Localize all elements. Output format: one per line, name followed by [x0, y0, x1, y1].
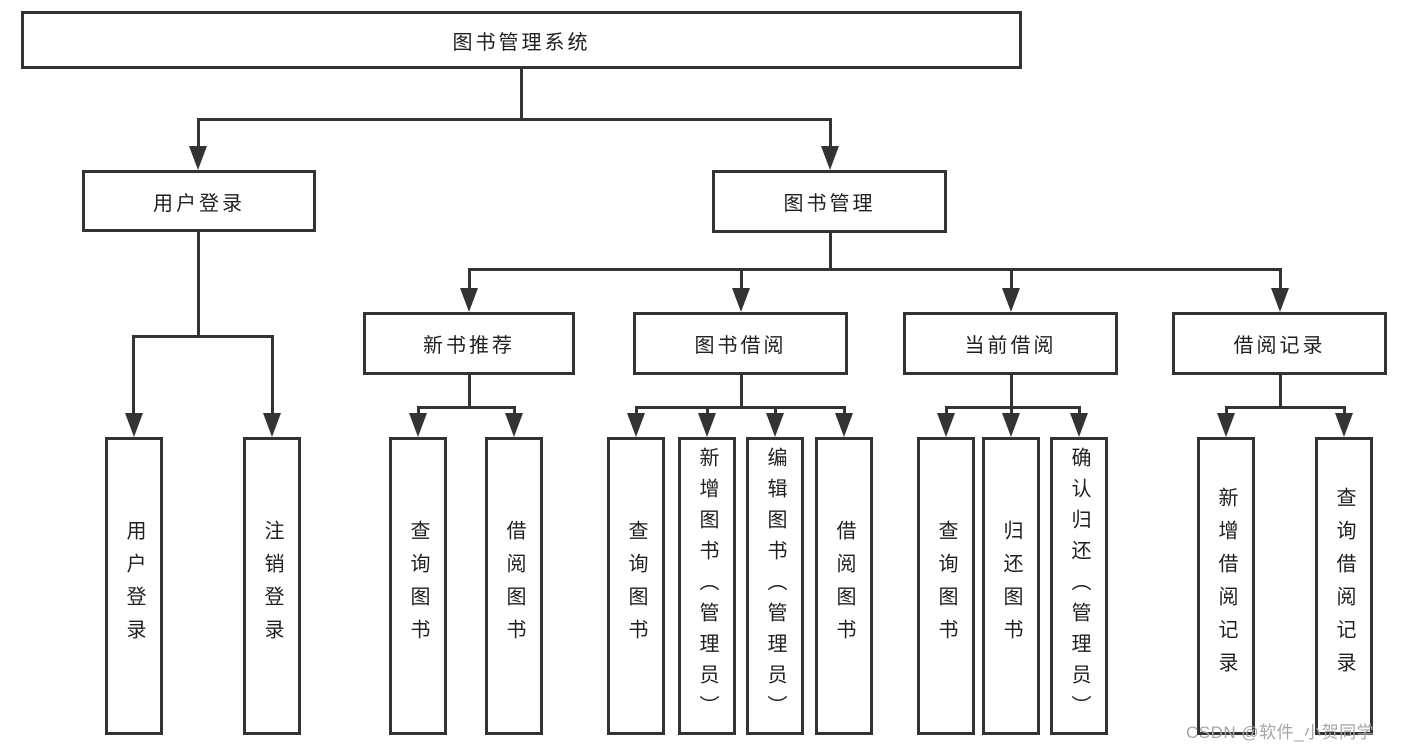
arrowhead-leaf: [698, 413, 716, 437]
connector-rail-book-borrow: [635, 406, 846, 409]
arrowhead-book-borrow: [732, 288, 750, 312]
connector-drop-leaf: [1078, 406, 1081, 416]
arrowhead-leaf: [409, 413, 427, 437]
leaf-add-books-admin-label: 新增图书（管理员）: [696, 446, 718, 726]
leaf-add-books-admin: 新增图书（管理员）: [678, 437, 736, 735]
node-user-login-label: 用户登录: [153, 192, 245, 215]
connector-rail-borrow-records: [1225, 406, 1346, 409]
connector-root-stem: [520, 69, 523, 118]
connector-drop-leaf: [843, 406, 846, 416]
node-root-label: 图书管理系统: [452, 31, 591, 54]
connector-drop-leaf-login: [132, 335, 135, 415]
node-book-borrow-label: 图书借阅: [694, 335, 787, 357]
csdn-watermark: CSDN @软件_小贺同学: [1186, 723, 1375, 742]
arrowhead-current-borrow: [1002, 288, 1020, 312]
node-current-borrow: 当前借阅: [903, 312, 1118, 375]
connector-rail-current-borrow: [945, 406, 1081, 409]
arrowhead-leaf: [766, 413, 784, 437]
connector-drop-leaf: [635, 406, 638, 416]
connector-current-borrow-stem: [1010, 375, 1013, 409]
connector-book-management-stem: [829, 233, 832, 270]
node-user-login: 用户登录: [82, 170, 316, 232]
arrowhead-leaf: [627, 413, 645, 437]
connector-drop-leaf: [706, 406, 709, 416]
arrowhead-book-management: [821, 146, 839, 170]
connector-rail-level2: [197, 118, 832, 121]
connector-drop-book-management: [829, 118, 832, 148]
arrowhead-leaf-logout: [263, 413, 281, 437]
leaf-borrow-books-recommend: 借阅图书: [485, 437, 543, 735]
node-book-management-label: 图书管理: [783, 193, 876, 215]
node-new-book-recommend: 新书推荐: [363, 312, 575, 375]
connector-rail-level3: [468, 268, 1282, 271]
connector-drop-current-borrow: [1010, 268, 1013, 292]
leaf-query-books-borrow-label: 查询图书: [625, 520, 647, 652]
node-book-management: 图书管理: [712, 170, 947, 233]
arrowhead-leaf: [1217, 413, 1235, 437]
node-root: 图书管理系统: [21, 11, 1022, 69]
leaf-edit-books-admin: 编辑图书（管理员）: [746, 437, 804, 735]
leaf-edit-books-admin-label: 编辑图书（管理员）: [764, 446, 786, 726]
connector-drop-leaf-logout: [271, 335, 274, 415]
connector-book-borrow-stem: [740, 375, 743, 409]
connector-drop-leaf: [417, 406, 420, 416]
leaf-return-books: 归还图书: [982, 437, 1040, 735]
connector-drop-leaf: [945, 406, 948, 416]
connector-borrow-records-stem: [1279, 375, 1282, 409]
leaf-user-login-label: 用户登录: [123, 520, 145, 652]
connector-drop-new-book: [468, 268, 471, 292]
arrowhead-leaf: [1335, 413, 1353, 437]
leaf-query-books-current-label: 查询图书: [935, 520, 957, 652]
arrowhead-leaf: [835, 413, 853, 437]
arrowhead-user-login: [189, 146, 207, 170]
arrowhead-new-book: [460, 288, 478, 312]
arrowhead-leaf-login: [125, 413, 143, 437]
connector-drop-leaf: [1343, 406, 1346, 416]
connector-new-book-stem: [468, 375, 471, 409]
leaf-query-books-borrow: 查询图书: [607, 437, 665, 735]
leaf-logout: 注销登录: [243, 437, 301, 735]
leaf-query-books-current: 查询图书: [917, 437, 975, 735]
leaf-query-books-recommend-label: 查询图书: [407, 520, 429, 652]
connector-rail-user-login: [132, 335, 274, 338]
connector-drop-leaf: [513, 406, 516, 416]
leaf-query-borrow-record-label: 查询借阅记录: [1333, 487, 1355, 685]
leaf-add-borrow-record: 新增借阅记录: [1197, 437, 1255, 735]
leaf-borrow-books-recommend-label: 借阅图书: [503, 520, 525, 652]
connector-drop-user-login: [197, 118, 200, 148]
arrowhead-leaf: [1070, 413, 1088, 437]
node-borrow-records-label: 借阅记录: [1233, 335, 1326, 357]
connector-user-login-stem: [197, 232, 200, 338]
leaf-query-books-recommend: 查询图书: [389, 437, 447, 735]
leaf-borrow-books: 借阅图书: [815, 437, 873, 735]
connector-drop-book-borrow: [740, 268, 743, 292]
arrowhead-leaf: [937, 413, 955, 437]
connector-drop-leaf: [774, 406, 777, 416]
leaf-user-login: 用户登录: [105, 437, 163, 735]
leaf-query-borrow-record: 查询借阅记录: [1315, 437, 1373, 735]
leaf-logout-label: 注销登录: [261, 520, 283, 652]
node-current-borrow-label: 当前借阅: [964, 335, 1057, 357]
leaf-confirm-return-admin: 确认归还（管理员）: [1050, 437, 1108, 735]
arrowhead-leaf: [1002, 413, 1020, 437]
node-borrow-records: 借阅记录: [1172, 312, 1387, 375]
connector-drop-borrow-records: [1279, 268, 1282, 292]
connector-drop-leaf: [1010, 406, 1013, 416]
arrowhead-borrow-records: [1271, 288, 1289, 312]
node-book-borrow: 图书借阅: [633, 312, 848, 375]
arrowhead-leaf: [505, 413, 523, 437]
connector-rail-new-book: [417, 406, 516, 409]
node-new-book-recommend-label: 新书推荐: [423, 335, 515, 357]
leaf-return-books-label: 归还图书: [1000, 520, 1022, 652]
leaf-borrow-books-label: 借阅图书: [833, 520, 855, 652]
leaf-add-borrow-record-label: 新增借阅记录: [1215, 487, 1237, 685]
leaf-confirm-return-admin-label: 确认归还（管理员）: [1068, 446, 1090, 726]
connector-drop-leaf: [1225, 406, 1228, 416]
